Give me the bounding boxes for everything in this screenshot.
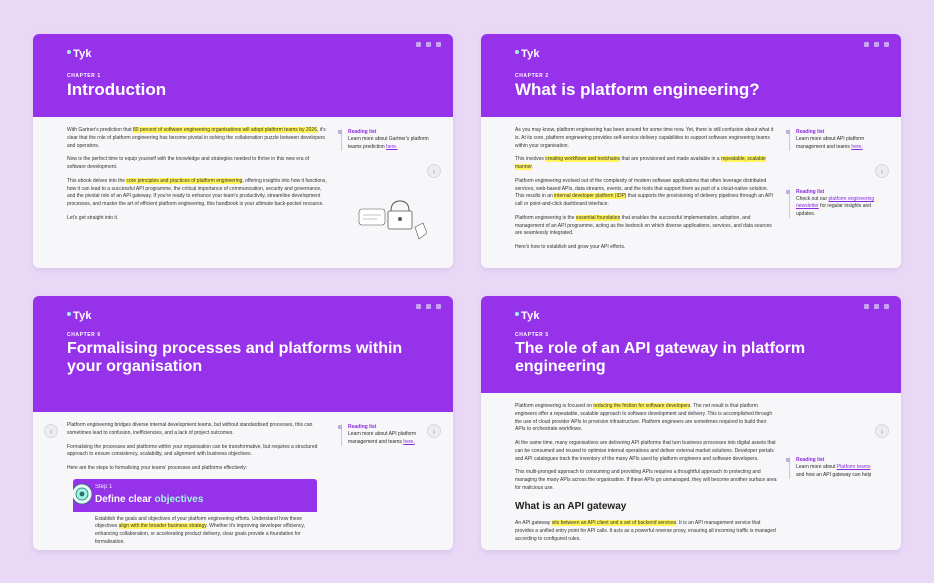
paragraph: This multi-pronged approach to consuming… bbox=[515, 469, 777, 491]
page-title: What is platform engineering? bbox=[515, 80, 760, 99]
reading-list-sidebar: Reading list Learn more about API platfo… bbox=[786, 129, 879, 228]
paragraph: Now is the perfect time to equip yoursel… bbox=[67, 156, 310, 170]
lock-icon[interactable] bbox=[864, 304, 869, 309]
share-icon[interactable] bbox=[874, 42, 879, 47]
window-controls bbox=[864, 304, 889, 309]
paragraph: This ebook delves into the core principl… bbox=[67, 177, 327, 207]
page-title: Formalising processes and platforms with… bbox=[67, 340, 403, 375]
reading-list-link[interactable]: here. bbox=[851, 143, 863, 150]
ebook-page-api-gateway: Tyk CHAPTER 5 The role of an API gateway… bbox=[481, 296, 901, 550]
share-icon[interactable] bbox=[874, 304, 879, 309]
paragraph: Here's how to establish and grow your AP… bbox=[515, 244, 626, 250]
page-title: Introduction bbox=[67, 80, 167, 99]
reading-list-sidebar: Reading list Learn more about Platform t… bbox=[786, 457, 879, 489]
step-title: Define clear objectives bbox=[95, 494, 204, 506]
expand-icon[interactable] bbox=[884, 304, 889, 309]
paragraph: Platform engineering bridges diverse int… bbox=[67, 422, 313, 436]
page-header: Tyk CHAPTER 2 What is platform engineeri… bbox=[481, 34, 901, 117]
body-text: As you may know, platform engineering ha… bbox=[515, 127, 777, 258]
window-controls bbox=[864, 42, 889, 47]
next-page-button[interactable]: › bbox=[427, 424, 441, 438]
chapter-label: CHAPTER 1 bbox=[67, 73, 101, 79]
prev-page-button[interactable]: ‹ bbox=[44, 424, 58, 438]
tyk-logo: Tyk bbox=[67, 310, 419, 322]
body-text: Platform engineering bridges diverse int… bbox=[67, 422, 329, 547]
tyk-logo: Tyk bbox=[515, 48, 867, 60]
chapter-label: CHAPTER 6 bbox=[67, 332, 101, 338]
lock-icon[interactable] bbox=[416, 42, 421, 47]
chevron-right-icon: › bbox=[880, 166, 884, 176]
chapter-label: CHAPTER 2 bbox=[515, 73, 549, 79]
section-heading: What is an API gateway bbox=[515, 500, 627, 512]
reading-list-link[interactable]: here. bbox=[386, 143, 398, 150]
tyk-logo: Tyk bbox=[67, 48, 419, 60]
tyk-logo: Tyk bbox=[515, 310, 867, 322]
chevron-right-icon: › bbox=[880, 426, 884, 436]
newsletter-link[interactable]: platform engineering newsletter bbox=[796, 196, 875, 210]
paragraph: Platform engineering evolved out of the … bbox=[515, 177, 773, 207]
next-page-button[interactable]: › bbox=[875, 164, 889, 178]
step-card: Step 1 Define clear objectives Establish… bbox=[73, 478, 317, 547]
paragraph: Formalising the processes and platforms … bbox=[67, 443, 318, 458]
lock-icon[interactable] bbox=[864, 42, 869, 47]
ebook-page-introduction: Tyk CHAPTER 1 Introduction With Gartner'… bbox=[33, 34, 453, 268]
reading-list-item: Reading list Learn more about API platfo… bbox=[786, 129, 879, 151]
share-icon[interactable] bbox=[426, 304, 431, 309]
page-header: Tyk CHAPTER 6 Formalising processes and … bbox=[33, 296, 453, 412]
next-page-button[interactable]: › bbox=[875, 424, 889, 438]
chevron-left-icon: ‹ bbox=[49, 426, 53, 436]
paragraph: Let's get straight into it. bbox=[67, 214, 119, 221]
chapter-label: CHAPTER 5 bbox=[515, 332, 549, 338]
ebook-page-what-is-platform-engineering: Tyk CHAPTER 2 What is platform engineeri… bbox=[481, 34, 901, 268]
expand-icon[interactable] bbox=[436, 42, 441, 47]
expand-icon[interactable] bbox=[884, 42, 889, 47]
reading-list-item: Reading list Learn more about Gartner's … bbox=[338, 129, 431, 151]
chevron-right-icon: › bbox=[432, 166, 436, 176]
expand-icon[interactable] bbox=[436, 304, 441, 309]
step-description: Establish the goals and objectives of yo… bbox=[95, 515, 305, 545]
reading-list-item: Reading list Check out our platform engi… bbox=[786, 188, 879, 218]
page-header: Tyk CHAPTER 1 Introduction bbox=[33, 34, 453, 117]
paragraph: At the same time, many organisations are… bbox=[515, 440, 776, 462]
body-text: With Gartner's prediction that 80 percen… bbox=[67, 127, 329, 229]
reading-list-link[interactable]: here. bbox=[403, 438, 415, 445]
reading-list-sidebar: Reading list Learn more about Gartner's … bbox=[338, 129, 431, 161]
next-page-button[interactable]: › bbox=[427, 164, 441, 178]
paragraph: This involves creating workflows and too… bbox=[515, 156, 766, 170]
lock-icon[interactable] bbox=[416, 304, 421, 309]
body-text: Platform engineering is focused on reduc… bbox=[515, 403, 777, 549]
page-title: The role of an API gateway in platform e… bbox=[515, 340, 806, 375]
page-header: Tyk CHAPTER 5 The role of an API gateway… bbox=[481, 296, 901, 393]
reading-list-item: Reading list Learn more about API platfo… bbox=[338, 424, 431, 446]
platform-teams-link[interactable]: Platform teams bbox=[836, 464, 871, 471]
paragraph: With Gartner's prediction that 80 percen… bbox=[67, 127, 326, 149]
reading-list-sidebar: Reading list Learn more about API platfo… bbox=[338, 424, 431, 456]
paragraph: An API gateway sits between an API clien… bbox=[515, 520, 776, 542]
ebook-page-formalising-processes: Tyk CHAPTER 6 Formalising processes and … bbox=[33, 296, 453, 550]
window-controls bbox=[416, 42, 441, 47]
window-controls bbox=[416, 304, 441, 309]
reading-list-item: Reading list Learn more about Platform t… bbox=[786, 457, 879, 479]
paragraph: Here are the steps to formalising your t… bbox=[67, 465, 248, 471]
security-illustration-icon bbox=[358, 200, 427, 240]
chevron-right-icon: › bbox=[432, 426, 436, 436]
share-icon[interactable] bbox=[426, 42, 431, 47]
step-number: Step 1 bbox=[95, 483, 113, 490]
paragraph: Platform engineering is the essential fo… bbox=[515, 214, 772, 237]
paragraph: Platform engineering is focused on reduc… bbox=[515, 403, 773, 433]
target-icon bbox=[73, 483, 93, 505]
paragraph: As you may know, platform engineering ha… bbox=[515, 127, 774, 149]
